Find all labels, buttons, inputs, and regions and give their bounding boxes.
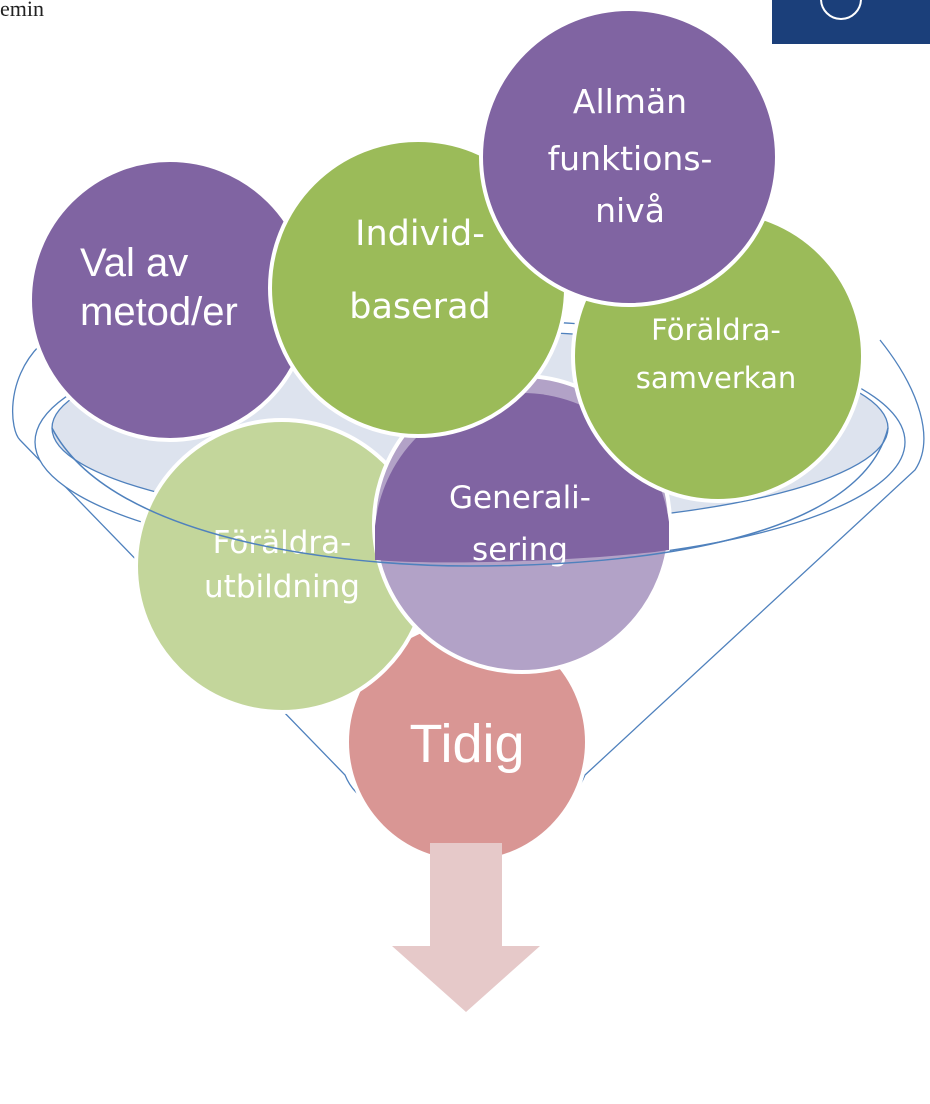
circle-val-av-metod-line1: Val av bbox=[80, 241, 188, 285]
corner-text: emin bbox=[0, 0, 44, 21]
circle-tidig-label: Tidig bbox=[409, 714, 524, 774]
down-arrow-icon bbox=[392, 843, 540, 1012]
circle-foraldrasamverkan-line1: Föräldra- bbox=[651, 313, 781, 347]
circle-individbaserad-line2: baserad bbox=[349, 287, 491, 327]
circle-individbaserad-line1: Individ- bbox=[355, 214, 485, 254]
circle-allman-funktionsniva-line1: Allmän bbox=[573, 82, 687, 121]
circle-allman-funktionsniva-line2: funktions- bbox=[548, 139, 713, 178]
circle-allman-funktionsniva: Allmän funktions- nivå bbox=[479, 7, 779, 307]
funnel-rim-front bbox=[51, 427, 889, 567]
circle-val-av-metod: Val av metod/er bbox=[28, 158, 312, 442]
circle-generalisering-line2: sering bbox=[472, 532, 568, 568]
circle-foraldrautbildning-line2: utbildning bbox=[204, 569, 360, 605]
circle-allman-funktionsniva-line3: nivå bbox=[595, 191, 665, 230]
circle-foraldrautbildning-line1: Föräldra- bbox=[213, 525, 352, 561]
circle-generalisering-line1: Generali- bbox=[449, 480, 591, 516]
university-logo bbox=[772, 0, 930, 44]
circle-val-av-metod-line2: metod/er bbox=[80, 290, 238, 334]
circle-foraldrasamverkan-line2: samverkan bbox=[636, 361, 797, 395]
